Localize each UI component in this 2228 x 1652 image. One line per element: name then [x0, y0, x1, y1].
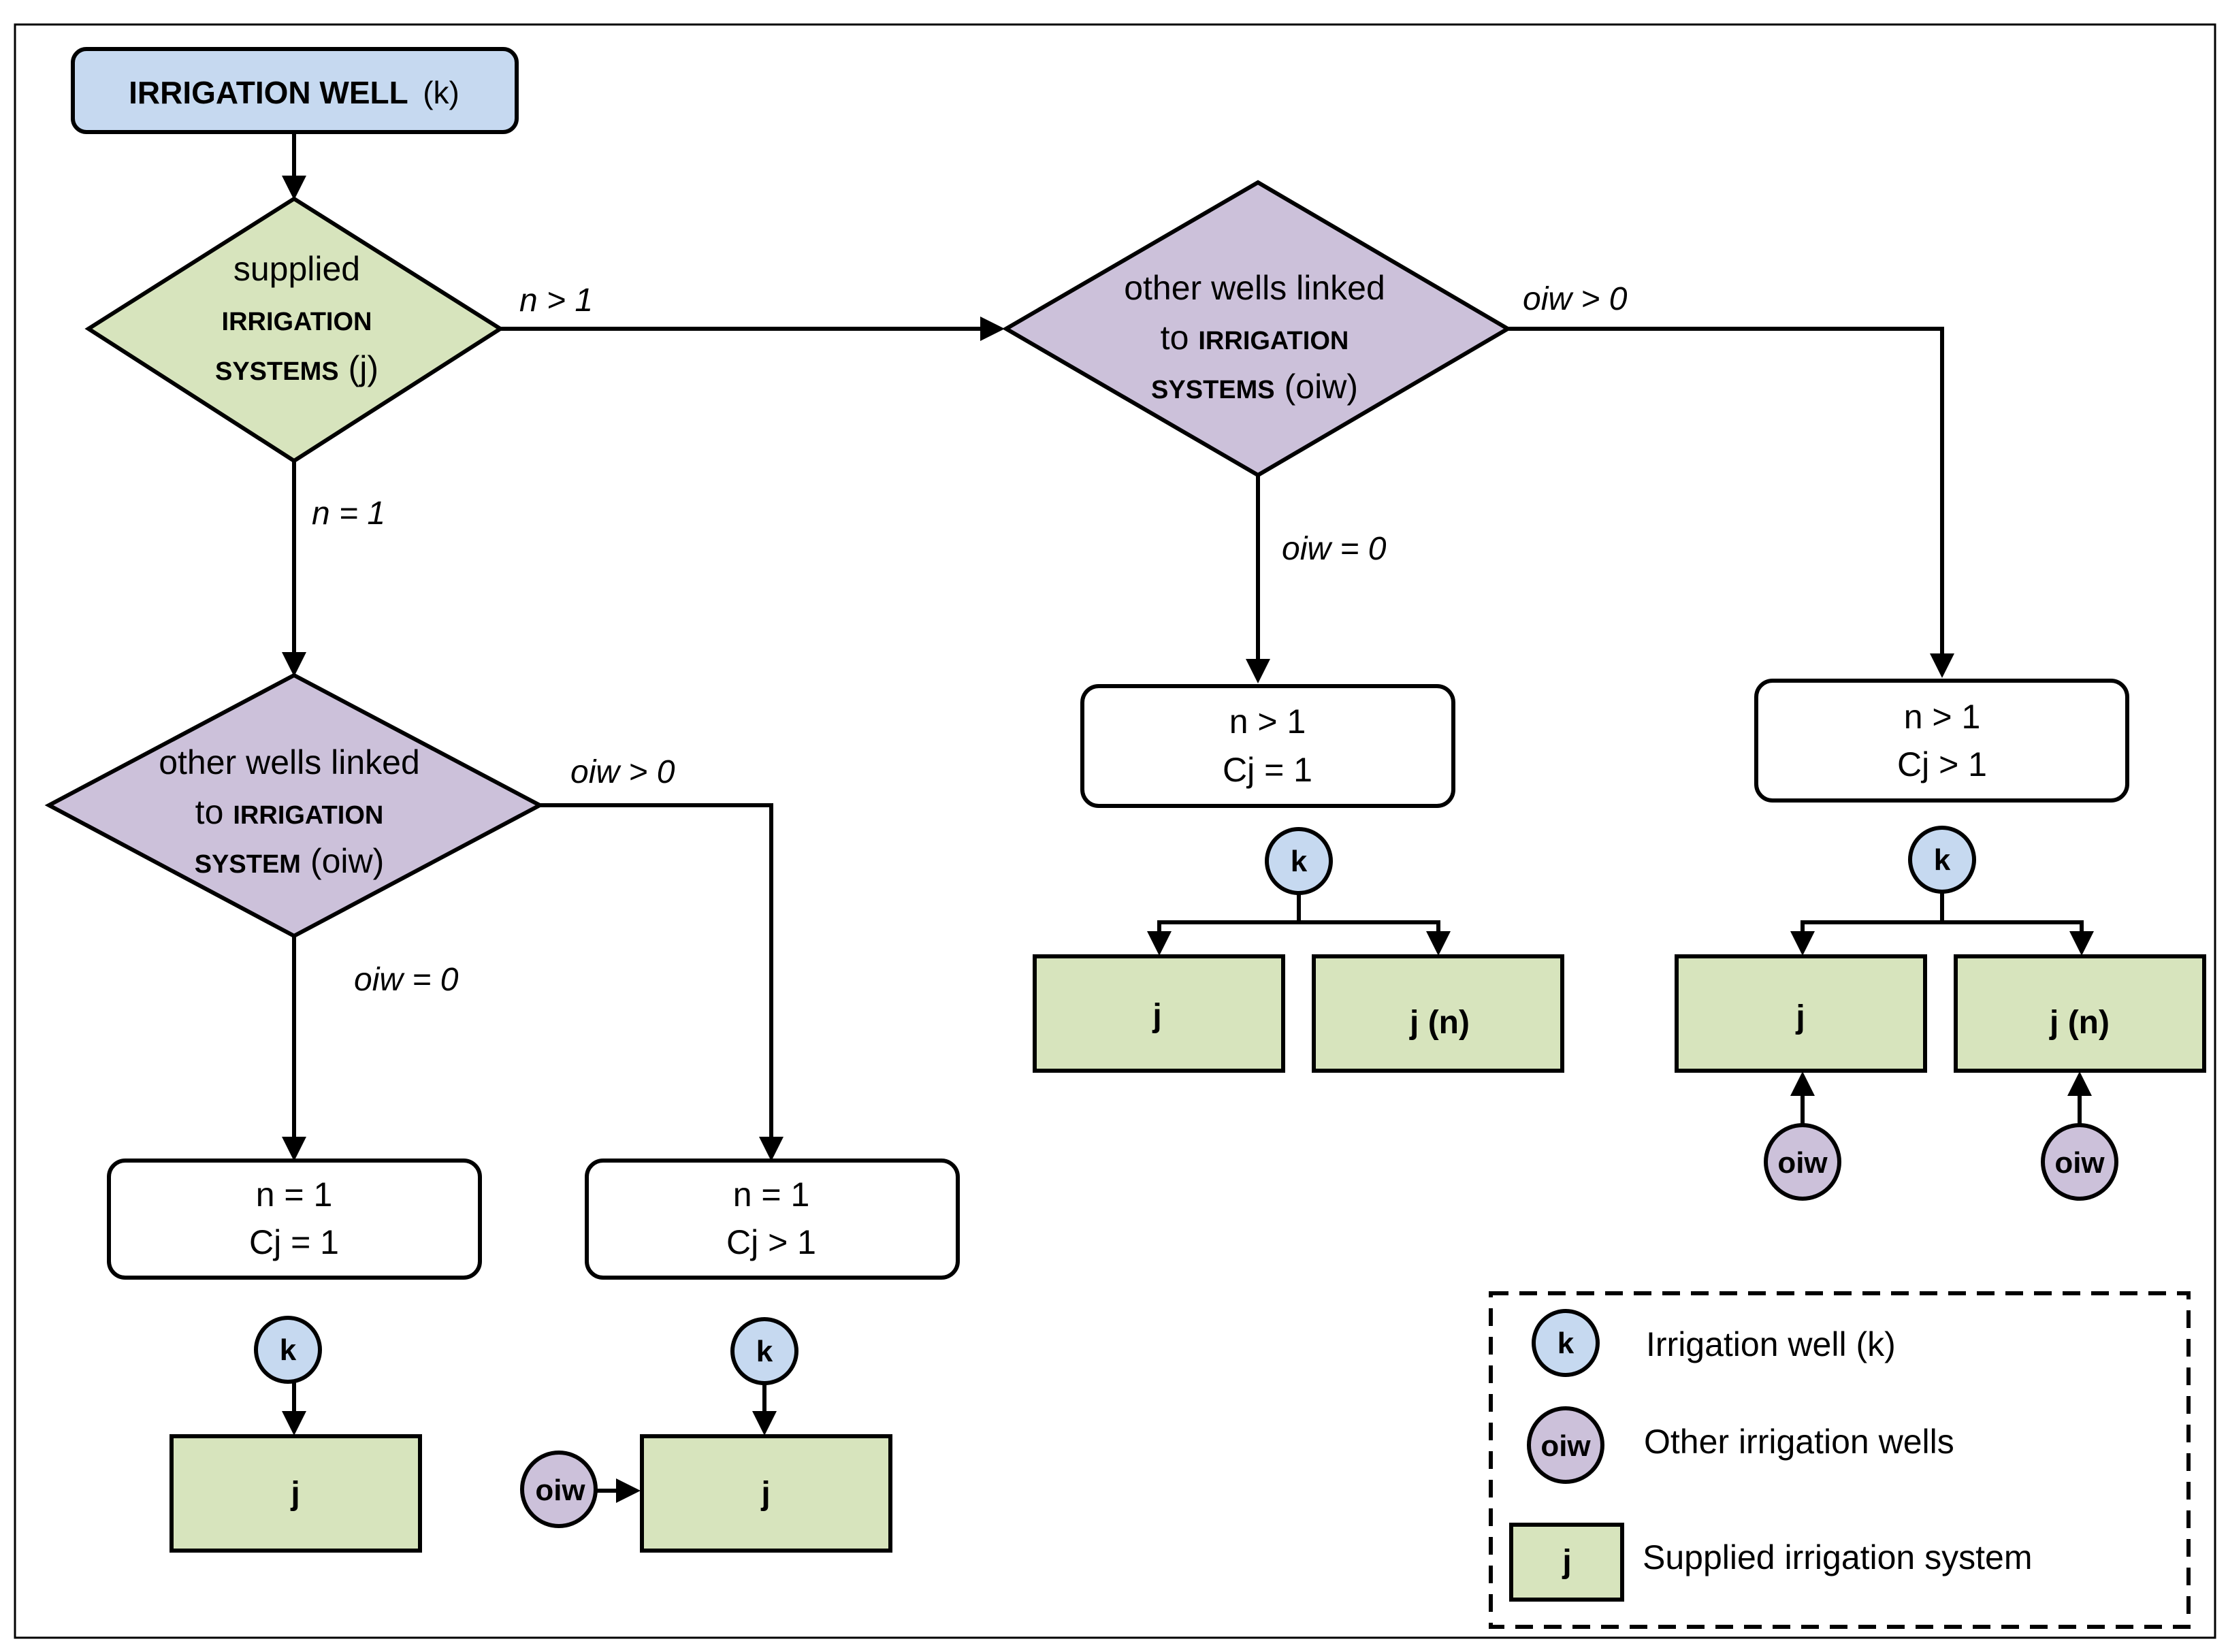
node-j-label: j	[760, 1476, 770, 1512]
outer-frame	[14, 23, 2216, 1639]
edge-label-left-oiw-gt-0: oiw > 0	[570, 754, 675, 790]
outcome-line1: n = 1	[733, 1176, 810, 1214]
edge-label-n-eq-1: n = 1	[312, 496, 385, 532]
node-j: j	[169, 1434, 422, 1553]
example-n1-cjgt1: k oiw j	[520, 1317, 892, 1553]
node-jn: j (n)	[1954, 954, 2206, 1073]
example-ngt1-cj1: k j j (n)	[1033, 827, 1564, 1073]
outcome-line2: Cj > 1	[726, 1223, 816, 1261]
decision-right-line3: SYSTEMS	[1151, 376, 1275, 404]
decision-right-line1: other wells linked	[1124, 269, 1385, 307]
node-oiw: oiw	[520, 1451, 598, 1528]
decision-supplied-line2: IRRIGATION	[222, 308, 372, 336]
node-j-label: j	[290, 1476, 300, 1512]
node-k-label: k	[280, 1333, 297, 1367]
outcome-line2: Cj = 1	[249, 1223, 339, 1261]
legend-j-symbol: j	[1562, 1544, 1571, 1580]
svg-text:SYSTEMS (oiw): SYSTEMS (oiw)	[1151, 368, 1358, 406]
node-j-label: j	[1152, 998, 1161, 1034]
example-ngt1-cjgt1: k j j (n) oiw oiw	[1675, 826, 2206, 1201]
decision-supplied-line1: supplied	[233, 250, 360, 288]
decision-supplied-line3: SYSTEMS	[215, 357, 339, 386]
legend-j-label: Supplied irrigation system	[1643, 1538, 2033, 1576]
node-k: k	[730, 1317, 798, 1385]
decision-left-line1: other wells linked	[159, 743, 420, 781]
node-jn-label: j (n)	[1409, 1005, 1470, 1041]
node-k-label: k	[756, 1335, 773, 1368]
legend-border	[1489, 1291, 2191, 1629]
start-node-irrigation-well: IRRIGATION WELL (k)	[71, 47, 519, 134]
decision-right-line3-tail: (oiw)	[1285, 368, 1358, 406]
node-k-label: k	[1934, 843, 1951, 877]
outcome-line2: Cj = 1	[1223, 751, 1312, 789]
outcome-n1-cjgt1: n = 1 Cj > 1	[585, 1159, 960, 1280]
node-j: j	[640, 1434, 892, 1553]
node-oiw-label: oiw	[535, 1474, 585, 1507]
start-title: IRRIGATION WELL	[129, 75, 408, 110]
node-oiw: oiw	[2041, 1123, 2118, 1201]
decision-right-line2-head: to	[1161, 319, 1189, 357]
legend-k-symbol: k	[1557, 1327, 1575, 1360]
outcome-line1: n > 1	[1904, 698, 1981, 736]
legend-item-oiw: oiw Other irrigation wells	[1527, 1406, 1954, 1484]
legend-item-k: k Irrigation well (k)	[1532, 1309, 1896, 1377]
example-n1-cj1: k j	[169, 1316, 422, 1553]
outcome-line1: n > 1	[1229, 702, 1306, 741]
decision-left-line3: SYSTEM	[195, 850, 301, 879]
outcome-n1-cj1: n = 1 Cj = 1	[107, 1159, 482, 1280]
decision-other-wells-left: other wells linked to IRRIGATION SYSTEM …	[44, 673, 545, 939]
svg-text:to IRRIGATION: to IRRIGATION	[195, 793, 384, 831]
node-jn: j (n)	[1312, 954, 1564, 1073]
decision-left-line2-head: to	[195, 793, 224, 831]
decision-supplied-irrigation-systems: supplied IRRIGATION SYSTEMS (j)	[84, 196, 504, 464]
node-oiw-label: oiw	[2054, 1146, 2105, 1180]
node-j-label: j	[1795, 999, 1805, 1035]
node-oiw: oiw	[1764, 1123, 1841, 1201]
outcome-line2: Cj > 1	[1897, 745, 1987, 783]
edge-label-n-gt-1: n > 1	[519, 282, 593, 319]
start-title-tail: (k)	[423, 75, 459, 110]
node-k: k	[254, 1316, 322, 1384]
legend-oiw-label: Other irrigation wells	[1644, 1423, 1954, 1461]
node-jn-label: j (n)	[2049, 1005, 2110, 1041]
edge-labels: n > 1 n = 1 oiw > 0 oiw = 0 oiw > 0 oiw …	[312, 281, 1628, 998]
outcome-ngt1-cj1: n > 1 Cj = 1	[1080, 684, 1455, 808]
edge-label-right-oiw-gt-0: oiw > 0	[1523, 281, 1628, 317]
decision-left-line2: IRRIGATION	[233, 801, 383, 830]
legend-oiw-symbol: oiw	[1540, 1429, 1591, 1463]
connectors	[282, 133, 2094, 1503]
svg-text:SYSTEM (oiw): SYSTEM (oiw)	[195, 842, 385, 880]
node-j: j	[1033, 954, 1285, 1073]
edge-label-right-oiw-eq-0: oiw = 0	[1282, 531, 1387, 567]
node-k-label: k	[1291, 845, 1308, 878]
legend-k-label: Irrigation well (k)	[1646, 1325, 1896, 1363]
node-oiw-label: oiw	[1777, 1146, 1828, 1180]
svg-text:to IRRIGATION: to IRRIGATION	[1161, 319, 1349, 357]
node-k: k	[1265, 827, 1333, 895]
decision-left-line3-tail: (oiw)	[310, 842, 384, 880]
outcome-line1: n = 1	[256, 1176, 333, 1214]
node-j: j	[1675, 954, 1927, 1073]
svg-text:IRRIGATION WELL (k): IRRIGATION WELL (k)	[129, 75, 459, 110]
outcome-ngt1-cjgt1: n > 1 Cj > 1	[1754, 679, 2129, 803]
legend: k Irrigation well (k) oiw Other irrigati…	[1489, 1291, 2191, 1629]
svg-text:SYSTEMS (j): SYSTEMS (j)	[215, 349, 378, 387]
decision-supplied-line3-tail: (j)	[349, 349, 378, 387]
legend-item-j: j Supplied irrigation system	[1509, 1523, 2033, 1602]
edge-label-left-oiw-eq-0: oiw = 0	[354, 962, 459, 998]
node-k: k	[1908, 826, 1976, 894]
decision-other-wells-right: other wells linked to IRRIGATION SYSTEMS…	[1002, 180, 1512, 478]
decision-right-line2: IRRIGATION	[1198, 327, 1349, 355]
